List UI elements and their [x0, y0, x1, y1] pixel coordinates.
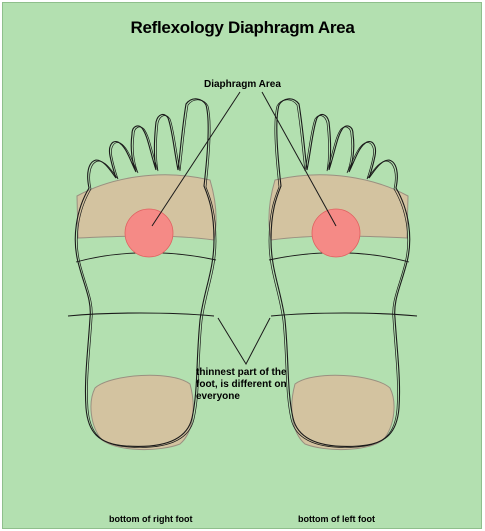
left-foot	[269, 99, 417, 450]
right-foot-caption: bottom of right foot	[109, 514, 192, 524]
diagram-title: Reflexology Diaphragm Area	[0, 18, 485, 38]
thinnest-pointer-lines	[218, 318, 270, 364]
left-foot-caption: bottom of left foot	[298, 514, 375, 524]
left-foot-diaphragm-point	[312, 209, 360, 257]
right-foot	[68, 99, 216, 450]
diaphragm-area-callout: Diaphragm Area	[204, 79, 281, 90]
right-foot-diaphragm-point	[125, 209, 173, 257]
thinnest-part-callout: thinnest part of the foot, is different …	[196, 367, 287, 403]
